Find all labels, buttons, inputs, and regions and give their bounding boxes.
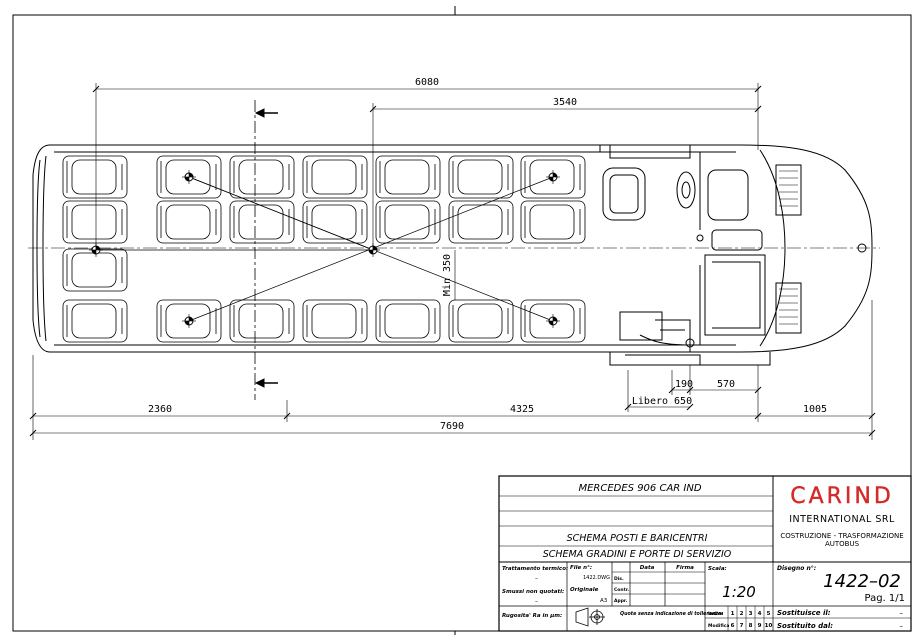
index-cell: 5 (767, 611, 771, 617)
dim-free-door: Libero 650 (632, 396, 692, 407)
replaces-label: Sostituisce il: (777, 609, 831, 617)
title-block (498, 475, 912, 632)
dim-wheelbase: 4325 (510, 404, 534, 415)
date-label: Data (640, 565, 655, 571)
passenger-seat (156, 200, 222, 244)
barycentre-marker-icon (182, 314, 196, 328)
passenger-seat (62, 299, 128, 343)
dim-door-left: 190 (675, 379, 693, 390)
modify-label: Modifica (708, 623, 729, 629)
dim-front-overhang: 1005 (803, 404, 827, 415)
description-line-2: SCHEMA GRADINI E PORTE DI SERVIZIO (543, 549, 732, 560)
vehicle-title: MERCEDES 906 CAR IND (578, 483, 701, 494)
seats-layer (62, 155, 586, 343)
index-cell: 2 (740, 611, 744, 617)
passenger-seat (520, 200, 586, 244)
passenger-seat (448, 299, 514, 343)
passenger-seat (375, 155, 441, 199)
replaced-label: Sostituito dal: (777, 622, 833, 630)
company-tagline-2: AUTOBUS (825, 540, 860, 548)
file-label: File n°: (570, 565, 592, 571)
thermal-value: – (535, 575, 538, 582)
passenger-seat (520, 155, 586, 199)
barycentre-marker-icon (546, 314, 560, 328)
replaces-value: – (900, 609, 904, 617)
passenger-seat (302, 299, 368, 343)
passenger-seat (448, 200, 514, 244)
signature-label: Firma (676, 565, 694, 571)
passenger-seat (62, 155, 128, 199)
passenger-seat (375, 299, 441, 343)
barycentre-lines (96, 176, 554, 322)
row-contr: Contr. (614, 587, 629, 593)
index-cell: 6 (731, 623, 735, 629)
dim-door-right: 570 (717, 379, 735, 390)
dimension-lines (32, 83, 873, 440)
drawing-number: 1422–02 (823, 571, 901, 592)
original-label: Originale (570, 587, 599, 593)
passenger-seat (302, 155, 368, 199)
edges-label: Smussi non quotati: (502, 589, 564, 595)
index-cell: 3 (749, 611, 753, 617)
dim-rear-overhang: 2360 (148, 404, 172, 415)
index-cell: 9 (758, 623, 762, 629)
index-cell: 7 (740, 623, 744, 629)
roughness-label: Rugosita' Ra in µm: (502, 613, 562, 619)
original-value: A3 (600, 598, 608, 604)
section-cut (254, 100, 278, 400)
passenger-seat (520, 299, 586, 343)
barycentre-marker-icon (546, 170, 560, 184)
index-cell: 1 (731, 611, 735, 617)
dim-rear-section: 3540 (553, 97, 577, 108)
passenger-seat (229, 200, 295, 244)
company-subtitle: INTERNATIONAL SRL (789, 514, 895, 525)
row-appr: Appr. (614, 598, 628, 604)
row-dis: Dis. (614, 576, 624, 582)
company-tagline-1: COSTRUZIONE - TRASFORMAZIONE (780, 532, 903, 540)
index-cell: 4 (758, 611, 762, 617)
page-number: Pag. 1/1 (864, 593, 905, 604)
dim-overall-length: 6080 (415, 77, 439, 88)
index-label: Indice (708, 611, 723, 617)
index-cell: 8 (749, 623, 753, 629)
index-cell: 10 (765, 623, 773, 629)
passenger-seat (62, 200, 128, 244)
passenger-seat (156, 299, 222, 343)
company-logo: CARIND (790, 484, 894, 509)
scale-label: Scala: (708, 566, 727, 572)
passenger-seat (375, 200, 441, 244)
passenger-seat (62, 248, 128, 292)
passenger-seat (156, 155, 222, 199)
dim-total-length: 7690 (440, 421, 464, 432)
replaced-value: – (900, 622, 904, 630)
passenger-seat (302, 200, 368, 244)
scale-value: 1:20 (722, 583, 756, 601)
drawing-frame (12, 14, 912, 632)
drawing-label: Disegno n°: (777, 565, 816, 572)
thermal-label: Trattamento termico: (502, 566, 568, 572)
dimension-ticks (29, 85, 876, 437)
passenger-seat (229, 299, 295, 343)
description-line-1: SCHEMA POSTI E BARICENTRI (567, 533, 708, 544)
passenger-seat (229, 155, 295, 199)
barycentre-marker-icon (182, 170, 196, 184)
passenger-seat (448, 155, 514, 199)
dim-min-aisle: Min 350 (442, 254, 453, 296)
edges-value: – (535, 598, 538, 605)
tolerance-label: Quote senza indicazione di tolleranza: (620, 611, 723, 617)
projection-symbol-icon (575, 607, 605, 627)
file-value: 1422.DWG (583, 575, 610, 581)
